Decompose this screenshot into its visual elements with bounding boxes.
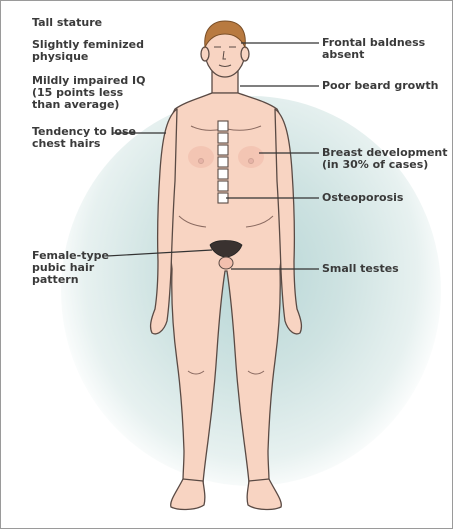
right-foot <box>247 479 281 509</box>
label-feminized-physique: Slightly feminized physique <box>32 39 144 63</box>
left-ear <box>201 47 209 61</box>
label-pubic-hair: Female-type pubic hair pattern <box>32 250 109 286</box>
label-small-testes: Small testes <box>322 263 399 275</box>
left-foot <box>171 479 205 509</box>
label-impaired-iq: Mildly impaired IQ (15 points less than … <box>32 75 145 111</box>
label-tall-stature: Tall stature <box>32 17 102 29</box>
label-beard-growth: Poor beard growth <box>322 80 438 92</box>
spine-vertebrae <box>218 121 228 203</box>
label-frontal-baldness: Frontal baldness absent <box>322 37 425 61</box>
label-breast-development: Breast development (in 30% of cases) <box>322 147 448 171</box>
label-chest-hairs: Tendency to lose chest hairs <box>32 126 136 150</box>
right-ear <box>241 47 249 61</box>
label-osteoporosis: Osteoporosis <box>322 192 403 204</box>
